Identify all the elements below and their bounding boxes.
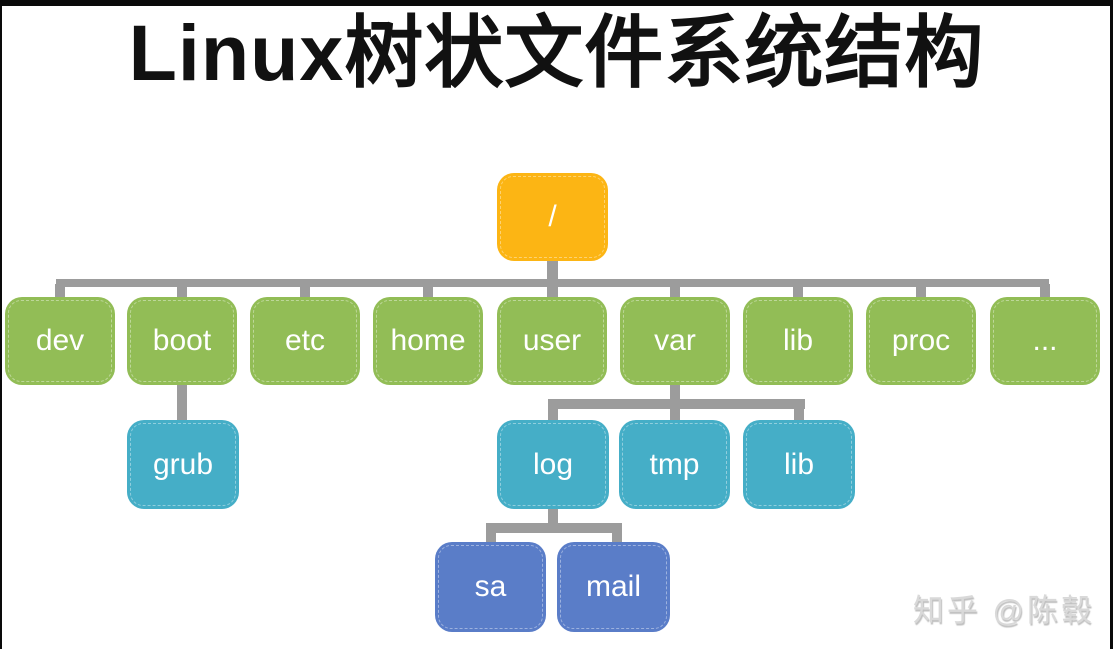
node-proc-label: proc [891, 324, 951, 357]
node-log-label: log [532, 447, 574, 481]
connector-stub-mail [612, 530, 622, 545]
node-grub: grub [127, 420, 239, 509]
node-root-label: / [548, 200, 557, 233]
connector-boot-grub [177, 383, 187, 423]
connector-stub-var [670, 284, 680, 300]
node-ellipsis: ... [990, 297, 1100, 385]
connector-stub-log [548, 406, 558, 423]
node-var-lib-label: lib [783, 447, 814, 481]
node-boot: boot [127, 297, 237, 385]
node-mail: mail [557, 542, 670, 632]
node-var-label: var [654, 324, 696, 357]
connector-var-horizontal [548, 399, 805, 409]
node-dev: dev [5, 297, 115, 385]
node-dev-label: dev [35, 324, 85, 357]
node-grub-label: grub [152, 447, 214, 481]
node-sa-label: sa [474, 570, 507, 603]
connector-stub-proc [916, 284, 926, 300]
connector-stub-ellipsis [1040, 284, 1050, 300]
connector-level1-horizontal [56, 279, 1049, 287]
connector-stub-sa [486, 530, 496, 545]
node-etc-label: etc [284, 324, 326, 357]
node-var: var [620, 297, 730, 385]
left-border-bar [0, 0, 2, 649]
connector-stub-lib [793, 284, 803, 300]
page-title: Linux树状文件系统结构 [128, 8, 985, 97]
node-lib: lib [743, 297, 853, 385]
node-home: home [373, 297, 483, 385]
right-border-bar [1110, 0, 1113, 649]
node-lib-label: lib [782, 324, 813, 357]
node-home-label: home [390, 324, 466, 357]
node-sa: sa [435, 542, 546, 632]
node-root: / [497, 173, 608, 261]
node-boot-label: boot [152, 324, 212, 357]
connector-stub-dev [55, 284, 65, 300]
top-border-bar [0, 0, 1113, 6]
node-mail-label: mail [585, 570, 641, 603]
node-etc: etc [250, 297, 360, 385]
node-proc: proc [866, 297, 976, 385]
node-user-label: user [522, 324, 582, 357]
connector-log-vertical [548, 506, 558, 530]
node-tmp: tmp [619, 420, 730, 509]
connector-stub-boot [177, 284, 187, 300]
node-log: log [497, 420, 609, 509]
connector-stub-etc [300, 284, 310, 300]
connector-stub-varlib [794, 406, 804, 423]
connector-stub-home [423, 284, 433, 300]
connector-log-horizontal [486, 523, 622, 533]
node-user: user [497, 297, 607, 385]
node-ellipsis-label: ... [1032, 324, 1058, 357]
watermark: 知乎 @陈毂 [912, 593, 1095, 628]
node-var-lib: lib [743, 420, 855, 509]
node-tmp-label: tmp [649, 447, 700, 481]
